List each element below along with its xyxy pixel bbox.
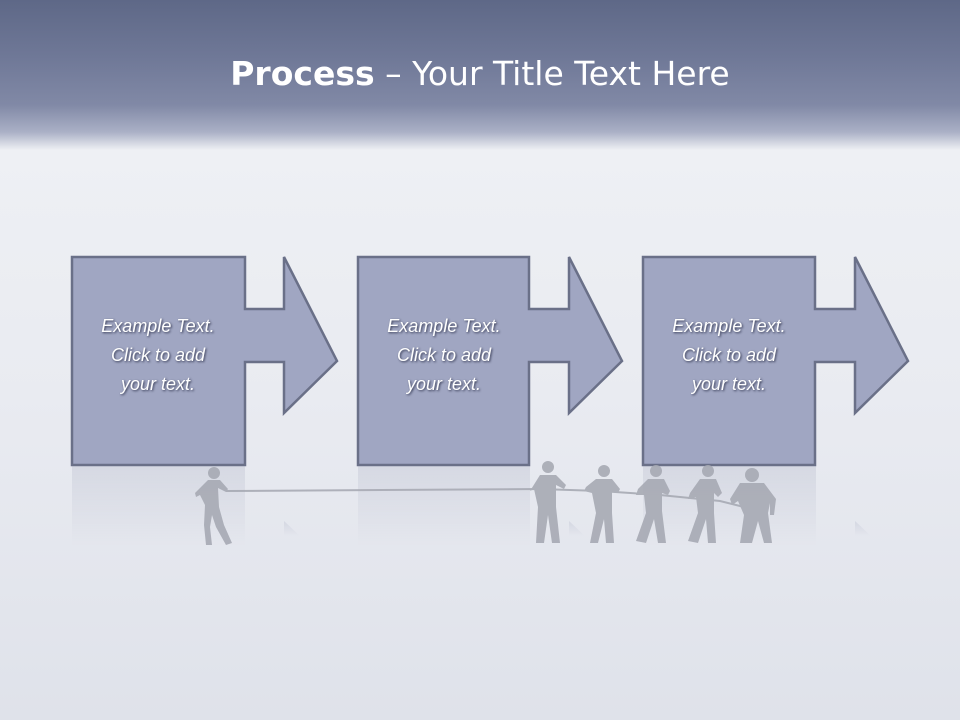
title-banner <box>0 0 960 150</box>
step-text-3[interactable]: Example Text. Click to add your text. <box>646 312 812 399</box>
person-silhouette-6 <box>730 468 776 543</box>
person-silhouette-4 <box>636 465 670 543</box>
person-silhouette-2 <box>530 461 566 543</box>
person-silhouette-5 <box>688 465 722 543</box>
step-text-line: your text. <box>120 374 196 394</box>
step-text-line: Example Text. <box>387 316 501 336</box>
title-rest: – Your Title Text Here <box>374 54 730 93</box>
step-text-2[interactable]: Example Text. Click to add your text. <box>361 312 527 399</box>
person-silhouette-1 <box>195 467 232 545</box>
step-text-line: Click to add <box>681 345 777 365</box>
step-text-1[interactable]: Example Text. Click to add your text. <box>75 312 241 399</box>
step-text-line: Click to add <box>396 345 492 365</box>
arrow-box-shape-1 <box>70 255 339 467</box>
process-step-3[interactable]: Example Text. Click to add your text. <box>641 255 912 468</box>
step-text-line: Example Text. <box>101 316 215 336</box>
step-text-line: your text. <box>691 374 767 394</box>
step-text-line: your text. <box>406 374 482 394</box>
step-text-line: Example Text. <box>672 316 786 336</box>
process-step-1[interactable]: Example Text. Click to add your text. <box>70 255 341 468</box>
person-silhouette-3 <box>584 465 620 543</box>
slide-title[interactable]: Process – Your Title Text Here <box>0 52 960 96</box>
process-step-2[interactable]: Example Text. Click to add your text. <box>356 255 627 468</box>
title-bold: Process <box>230 54 375 93</box>
arrow-box-shape-2 <box>356 255 624 467</box>
step-text-line: Click to add <box>110 345 206 365</box>
arrow-box-shape-3 <box>641 255 910 467</box>
tug-of-war-illustration <box>195 461 776 545</box>
